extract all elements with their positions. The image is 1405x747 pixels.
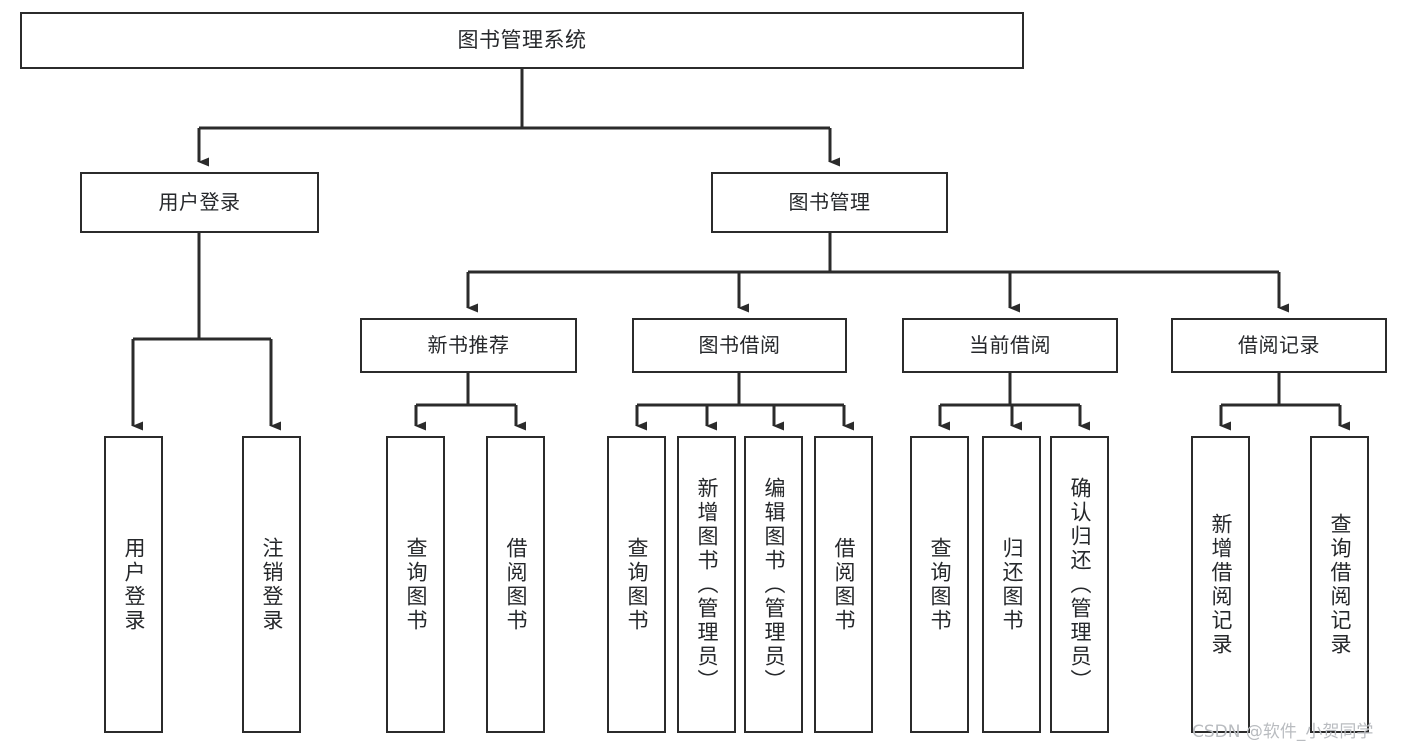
node-label: 查询图书 <box>928 536 952 633</box>
leaf-user-login[interactable]: 用户登录 <box>104 436 163 733</box>
node-new-book-recommend[interactable]: 新书推荐 <box>360 318 577 373</box>
leaf-borrow-book[interactable]: 借阅图书 <box>814 436 873 733</box>
node-label: 当前借阅 <box>969 332 1051 357</box>
leaf-edit-book-admin[interactable]: 编辑图书（管理员） <box>744 436 803 733</box>
node-user-login[interactable]: 用户登录 <box>80 172 319 233</box>
node-label: 编辑图书（管理员） <box>762 476 786 693</box>
leaf-logout[interactable]: 注销登录 <box>242 436 301 733</box>
node-label: 新增图书（管理员） <box>695 476 719 693</box>
node-label: 归还图书 <box>1000 536 1024 633</box>
leaf-return-book[interactable]: 归还图书 <box>982 436 1041 733</box>
leaf-add-borrow-record[interactable]: 新增借阅记录 <box>1191 436 1250 733</box>
leaf-borrow-book-newbook[interactable]: 借阅图书 <box>486 436 545 733</box>
leaf-query-book-current[interactable]: 查询图书 <box>910 436 969 733</box>
node-book-management[interactable]: 图书管理 <box>711 172 948 233</box>
leaf-query-book-borrow[interactable]: 查询图书 <box>607 436 666 733</box>
node-label: 图书管理系统 <box>457 28 587 53</box>
node-label: 借阅图书 <box>504 536 528 633</box>
node-label: 借阅图书 <box>832 536 856 633</box>
node-root-book-management-system[interactable]: 图书管理系统 <box>20 12 1024 69</box>
node-label: 查询图书 <box>404 536 428 633</box>
node-label: 新书推荐 <box>427 332 510 357</box>
node-current-borrow[interactable]: 当前借阅 <box>902 318 1118 373</box>
leaf-query-book-newbook[interactable]: 查询图书 <box>386 436 445 733</box>
node-label: 注销登录 <box>260 536 284 633</box>
node-label: 用户登录 <box>122 536 146 633</box>
node-label: 查询借阅记录 <box>1328 512 1352 657</box>
leaf-query-borrow-record[interactable]: 查询借阅记录 <box>1310 436 1369 733</box>
node-book-borrow[interactable]: 图书借阅 <box>632 318 847 373</box>
node-label: 图书管理 <box>788 189 871 214</box>
node-label: 图书借阅 <box>698 332 781 357</box>
node-label: 借阅记录 <box>1238 332 1320 357</box>
node-borrow-records[interactable]: 借阅记录 <box>1171 318 1387 373</box>
leaf-add-book-admin[interactable]: 新增图书（管理员） <box>677 436 736 733</box>
leaf-confirm-return-admin[interactable]: 确认归还（管理员） <box>1050 436 1109 733</box>
node-label: 查询图书 <box>625 536 649 633</box>
node-label: 用户登录 <box>158 189 241 214</box>
node-label: 确认归还（管理员） <box>1068 476 1092 693</box>
node-label: 新增借阅记录 <box>1209 512 1233 657</box>
